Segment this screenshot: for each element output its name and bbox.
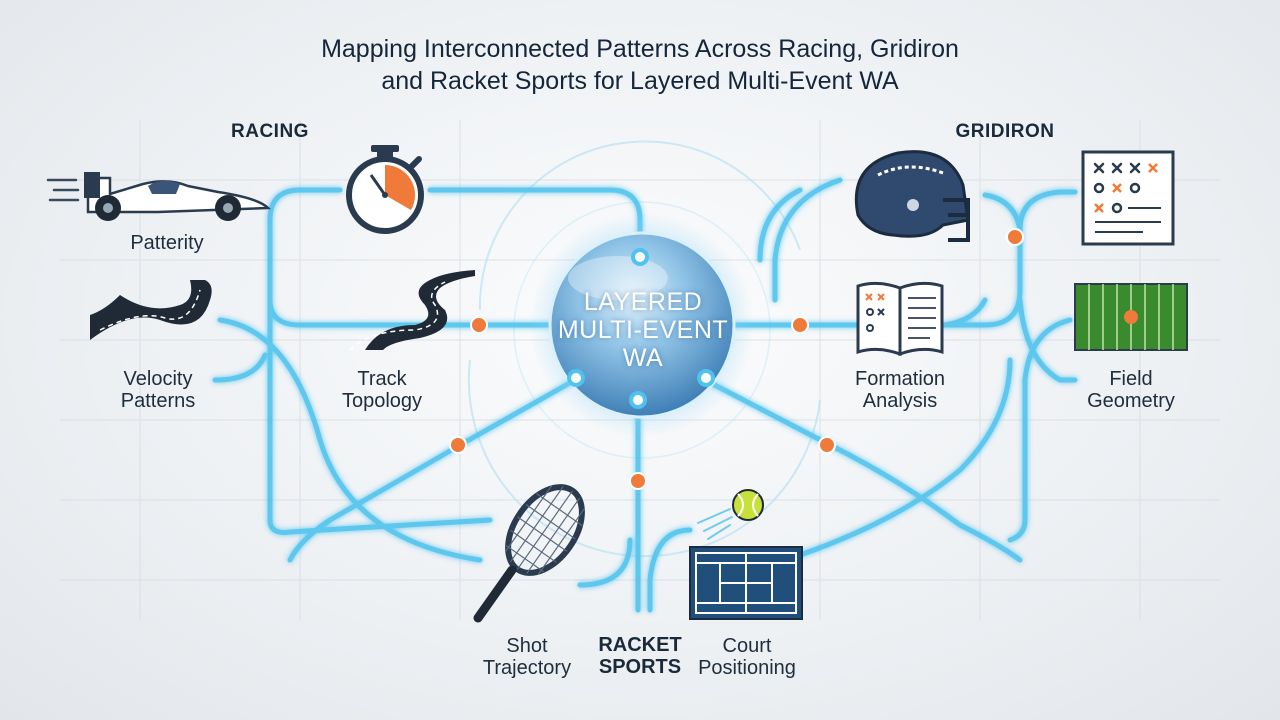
node-label-shot-trajectory: Shot Trajectory [442, 635, 612, 679]
junction-dots [449, 228, 1024, 490]
junction-dot [1006, 228, 1024, 246]
hub-label-line-3: WA [622, 344, 664, 372]
node-label-court-positioning: Court Positioning [662, 635, 832, 679]
node-label-formation-analysis: Formation Analysis [815, 368, 985, 412]
section-racket-line-2: SPORTS [598, 656, 682, 678]
section-racing: RACING [231, 121, 309, 142]
junction-dot [449, 436, 467, 454]
node-label-velocity-patterns: Velocity Patterns [73, 368, 243, 412]
node-label-line: Court [722, 635, 772, 657]
hub-label-line-1: LAYERED [583, 288, 703, 316]
node-label-patterity: Patterity [130, 232, 204, 254]
node-label-line: Topology [341, 390, 423, 412]
race-car-icon [46, 172, 271, 221]
playbook-icon [856, 281, 944, 357]
section-racket-sports: RACKET SPORTS [570, 634, 710, 678]
stopwatch-icon [346, 145, 424, 234]
play-chart-icon [1081, 150, 1175, 246]
junction-dot [791, 316, 809, 334]
node-label-line: Patterns [120, 390, 196, 412]
road-icon [90, 280, 212, 340]
hub-label-line-2: MULTI-EVENT [557, 316, 729, 344]
junction-dot [629, 472, 647, 490]
road-icon [335, 270, 475, 351]
tennis-court-icon [689, 546, 803, 620]
node-label-line: Formation [854, 368, 946, 390]
hub-label: LAYERED MULTI-EVENT WA [548, 288, 738, 372]
junction-dot [818, 436, 836, 454]
tennis-racket-icon [473, 484, 585, 623]
page-title-line-1: Mapping Interconnected Patterns Across R… [321, 35, 959, 63]
junction-dot [470, 316, 488, 334]
page-title-line-2: and Racket Sports for Layered Multi-Even… [381, 67, 899, 95]
node-label-line: Geometry [1087, 390, 1175, 412]
node-label-line: Trajectory [482, 657, 572, 679]
node-label-line: Velocity [123, 368, 193, 390]
node-label-line: Field [1109, 368, 1153, 390]
tennis-ball-icon [697, 489, 764, 540]
node-label-line: Analysis [862, 390, 938, 412]
node-label-line: Shot [506, 635, 548, 657]
football-helmet-icon [854, 150, 970, 242]
node-label-line: Track [357, 368, 407, 390]
decorative-arcs [467, 140, 821, 558]
node-label-track-topology: Track Topology [297, 368, 467, 412]
football-field-icon [1074, 283, 1188, 351]
section-racket-line-1: RACKET [598, 634, 682, 656]
node-label-line: Positioning [698, 657, 796, 679]
node-label-field-geometry: Field Geometry [1046, 368, 1216, 412]
section-gridiron: GRIDIRON [955, 121, 1055, 142]
hub-sphere [530, 213, 754, 437]
